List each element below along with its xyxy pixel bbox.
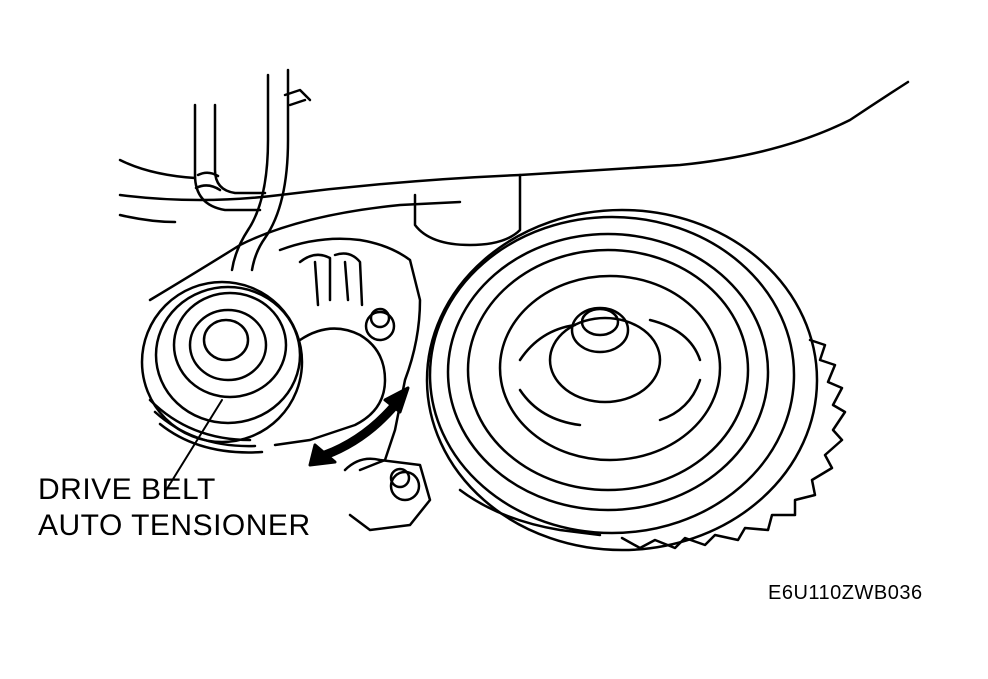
tensioner-bolt <box>364 310 396 342</box>
tensioner-bracket <box>278 237 422 472</box>
oil-pan-bulge <box>413 173 522 247</box>
crank-pulley-rim-3 <box>466 248 750 492</box>
hose-right <box>230 73 270 272</box>
timing-gear-lower <box>458 488 602 537</box>
tensioner-pulley-face <box>172 291 288 399</box>
tensioner-pulley-hub <box>202 318 250 362</box>
crank-pulley-outer <box>425 208 819 552</box>
tensioner-callout: DRIVE BELT AUTO TENSIONER <box>38 472 311 544</box>
hose-left-clamp <box>194 171 222 192</box>
crank-pulley-inner <box>498 274 722 462</box>
pipe-lower-left <box>118 158 197 224</box>
crank-hub <box>548 316 662 404</box>
crank-pulley-rim-1 <box>428 215 796 535</box>
tensioner-pulley-inner <box>188 308 268 382</box>
tensioner-body <box>273 327 387 447</box>
rotation-arrow-head-bottom <box>308 443 337 467</box>
lower-bracket <box>343 457 432 532</box>
timing-gear-teeth <box>620 338 847 550</box>
callout-line-1: DRIVE BELT <box>38 473 216 506</box>
tensioner-bolt-head <box>369 307 391 329</box>
hose-right-clamp <box>283 88 312 107</box>
crank-bolt <box>570 306 630 354</box>
figure-code: E6U110ZWB036 <box>768 582 923 604</box>
tensioner-bracket-ribs <box>298 252 364 307</box>
engine-block-outline <box>118 80 910 202</box>
tensioner-pulley-grooves <box>148 398 264 454</box>
tensioner-pulley-rim <box>154 285 302 425</box>
hose-left <box>193 103 262 212</box>
rotation-arrow-head-top <box>383 386 410 414</box>
crank-bolt-head <box>580 307 620 337</box>
hose-left-inner <box>213 103 267 195</box>
hose-right-inner <box>250 68 290 272</box>
crank-pulley-rim-2 <box>446 232 770 512</box>
lower-bolt-head <box>389 467 411 489</box>
rotation-arrow <box>320 400 400 460</box>
tensioner-pulley-outer <box>140 280 304 444</box>
callout-line-2: AUTO TENSIONER <box>38 509 311 542</box>
leader-line <box>164 399 223 493</box>
crank-pulley-spokes <box>518 318 702 427</box>
engine-block-lower-edge <box>148 200 462 302</box>
